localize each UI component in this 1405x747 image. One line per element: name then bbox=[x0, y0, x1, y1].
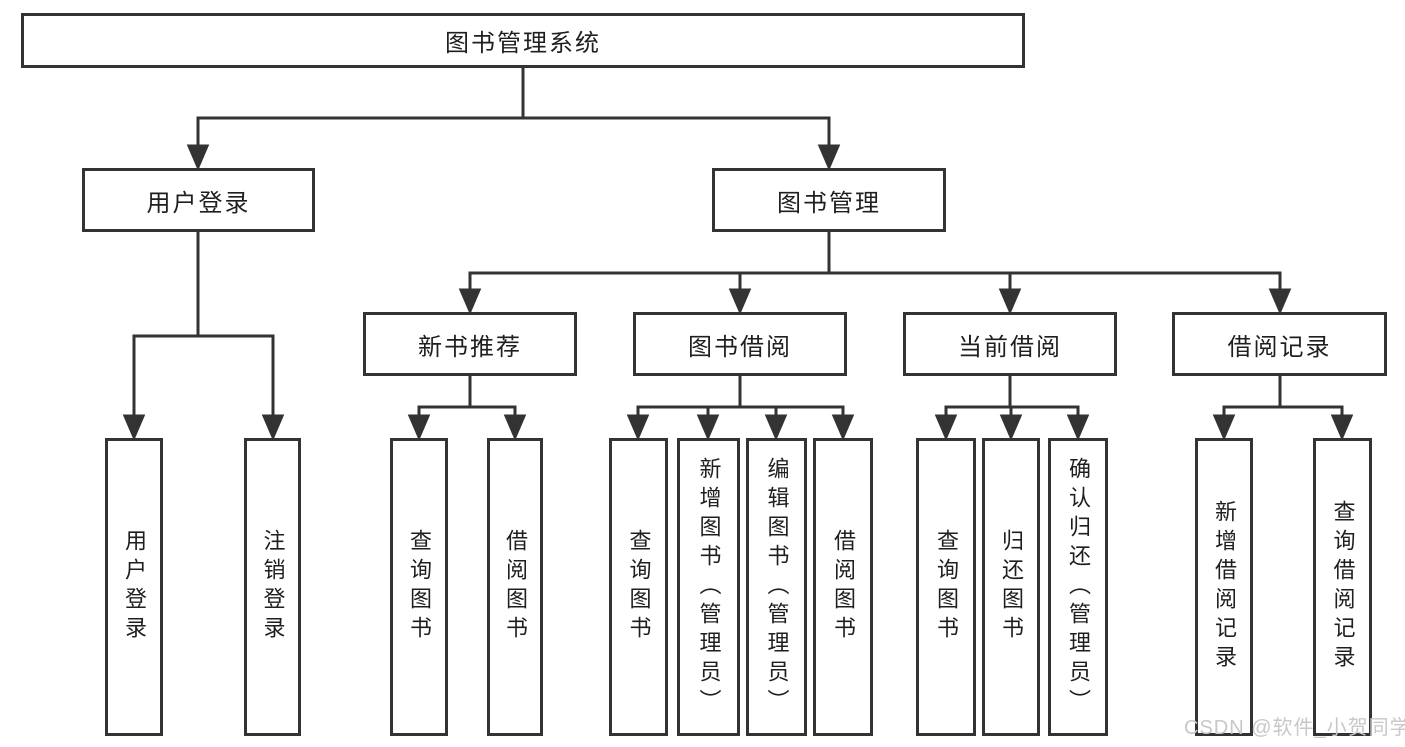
leaf-bb-add-books: 新增图书（管理员） bbox=[677, 438, 740, 736]
edges-borrow-records-to-leaves bbox=[1212, 376, 1354, 441]
node-root-label: 图书管理系统 bbox=[445, 30, 601, 57]
leaf-bb-borrow-books: 借阅图书 bbox=[813, 438, 873, 736]
node-borrow-records-label: 借阅记录 bbox=[1227, 333, 1332, 361]
node-new-books: 新书推荐 bbox=[363, 312, 577, 376]
edges-new-books-to-leaves bbox=[407, 376, 527, 441]
leaf-cb-query-books-label: 查询图书 bbox=[934, 529, 959, 645]
leaf-cb-confirm-return-label: 确认归还（管理员） bbox=[1066, 456, 1091, 718]
leaf-bb-edit-books: 编辑图书（管理员） bbox=[746, 438, 807, 736]
node-new-books-label: 新书推荐 bbox=[418, 333, 522, 361]
node-borrow-records: 借阅记录 bbox=[1172, 312, 1387, 376]
leaf-bb-add-books-label: 新增图书（管理员） bbox=[696, 456, 722, 718]
leaf-nb-borrow-books: 借阅图书 bbox=[487, 438, 543, 736]
leaf-user-login: 用户登录 bbox=[105, 438, 163, 736]
csdn-watermark: CSDN @软件_小贺同学 bbox=[1184, 717, 1405, 739]
leaf-cb-return-books-label: 归还图书 bbox=[999, 529, 1024, 645]
leaf-nb-borrow-books-label: 借阅图书 bbox=[503, 529, 528, 645]
leaf-nb-query-books: 查询图书 bbox=[390, 438, 448, 736]
leaf-br-query-record-label: 查询借阅记录 bbox=[1330, 500, 1356, 674]
leaf-bb-borrow-books-label: 借阅图书 bbox=[831, 529, 856, 645]
node-book-borrow-label: 图书借阅 bbox=[688, 333, 792, 361]
edges-user-login-to-leaves bbox=[122, 232, 285, 441]
edges-current-borrow-to-leaves bbox=[934, 376, 1090, 441]
node-book-mgmt: 图书管理 bbox=[712, 168, 946, 232]
node-user-login-label: 用户登录 bbox=[146, 189, 251, 217]
leaf-logout-label: 注销登录 bbox=[260, 529, 286, 645]
leaf-bb-query-books: 查询图书 bbox=[609, 438, 668, 736]
leaf-cb-confirm-return: 确认归还（管理员） bbox=[1048, 438, 1108, 736]
edges-book-borrow-to-leaves bbox=[626, 376, 855, 441]
edges-root-to-level1 bbox=[186, 66, 841, 171]
leaf-cb-query-books: 查询图书 bbox=[916, 438, 976, 736]
leaf-bb-edit-books-label: 编辑图书（管理员） bbox=[764, 456, 790, 718]
node-root: 图书管理系统 bbox=[21, 13, 1025, 68]
node-current-borrow: 当前借阅 bbox=[903, 312, 1117, 376]
node-user-login: 用户登录 bbox=[82, 168, 315, 232]
leaf-nb-query-books-label: 查询图书 bbox=[407, 529, 432, 645]
leaf-br-add-record: 新增借阅记录 bbox=[1195, 438, 1253, 736]
leaf-user-login-label: 用户登录 bbox=[122, 529, 147, 645]
leaf-cb-return-books: 归还图书 bbox=[982, 438, 1040, 736]
leaf-logout: 注销登录 bbox=[244, 438, 301, 736]
leaf-bb-query-books-label: 查询图书 bbox=[626, 529, 652, 645]
leaf-br-add-record-label: 新增借阅记录 bbox=[1212, 500, 1237, 674]
node-book-mgmt-label: 图书管理 bbox=[777, 189, 881, 217]
leaf-br-query-record: 查询借阅记录 bbox=[1313, 438, 1372, 736]
node-current-borrow-label: 当前借阅 bbox=[958, 333, 1062, 361]
node-book-borrow: 图书借阅 bbox=[633, 312, 847, 376]
edges-book-mgmt-to-level2 bbox=[458, 232, 1292, 315]
